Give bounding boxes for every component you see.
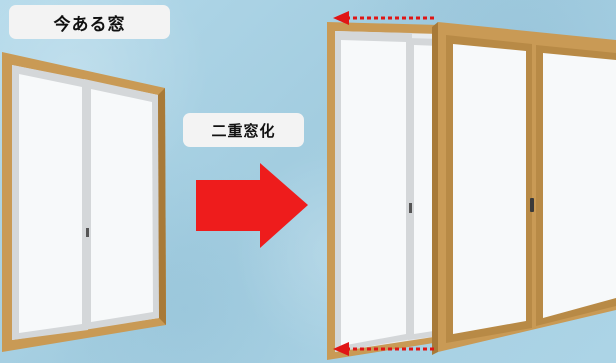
back-window <box>327 22 440 360</box>
inner-window-right-sash <box>536 45 616 326</box>
inner-window <box>432 22 616 355</box>
inner-window-left-sash <box>446 35 532 343</box>
right-arrow-icon <box>196 163 308 248</box>
double-glazing-label: 二重窓化 <box>183 113 304 147</box>
window-lock-icon <box>86 228 89 237</box>
current-window-label: 今ある窓 <box>9 5 170 39</box>
inner-window-lock-icon <box>530 198 534 212</box>
existing-window <box>2 52 166 352</box>
dotted-left-arrow-icon <box>333 342 434 356</box>
existing-window-left-sash <box>12 65 88 340</box>
back-window-lock-icon <box>409 203 412 213</box>
existing-window-right-sash <box>84 79 159 330</box>
dotted-left-arrow-icon <box>333 11 434 25</box>
